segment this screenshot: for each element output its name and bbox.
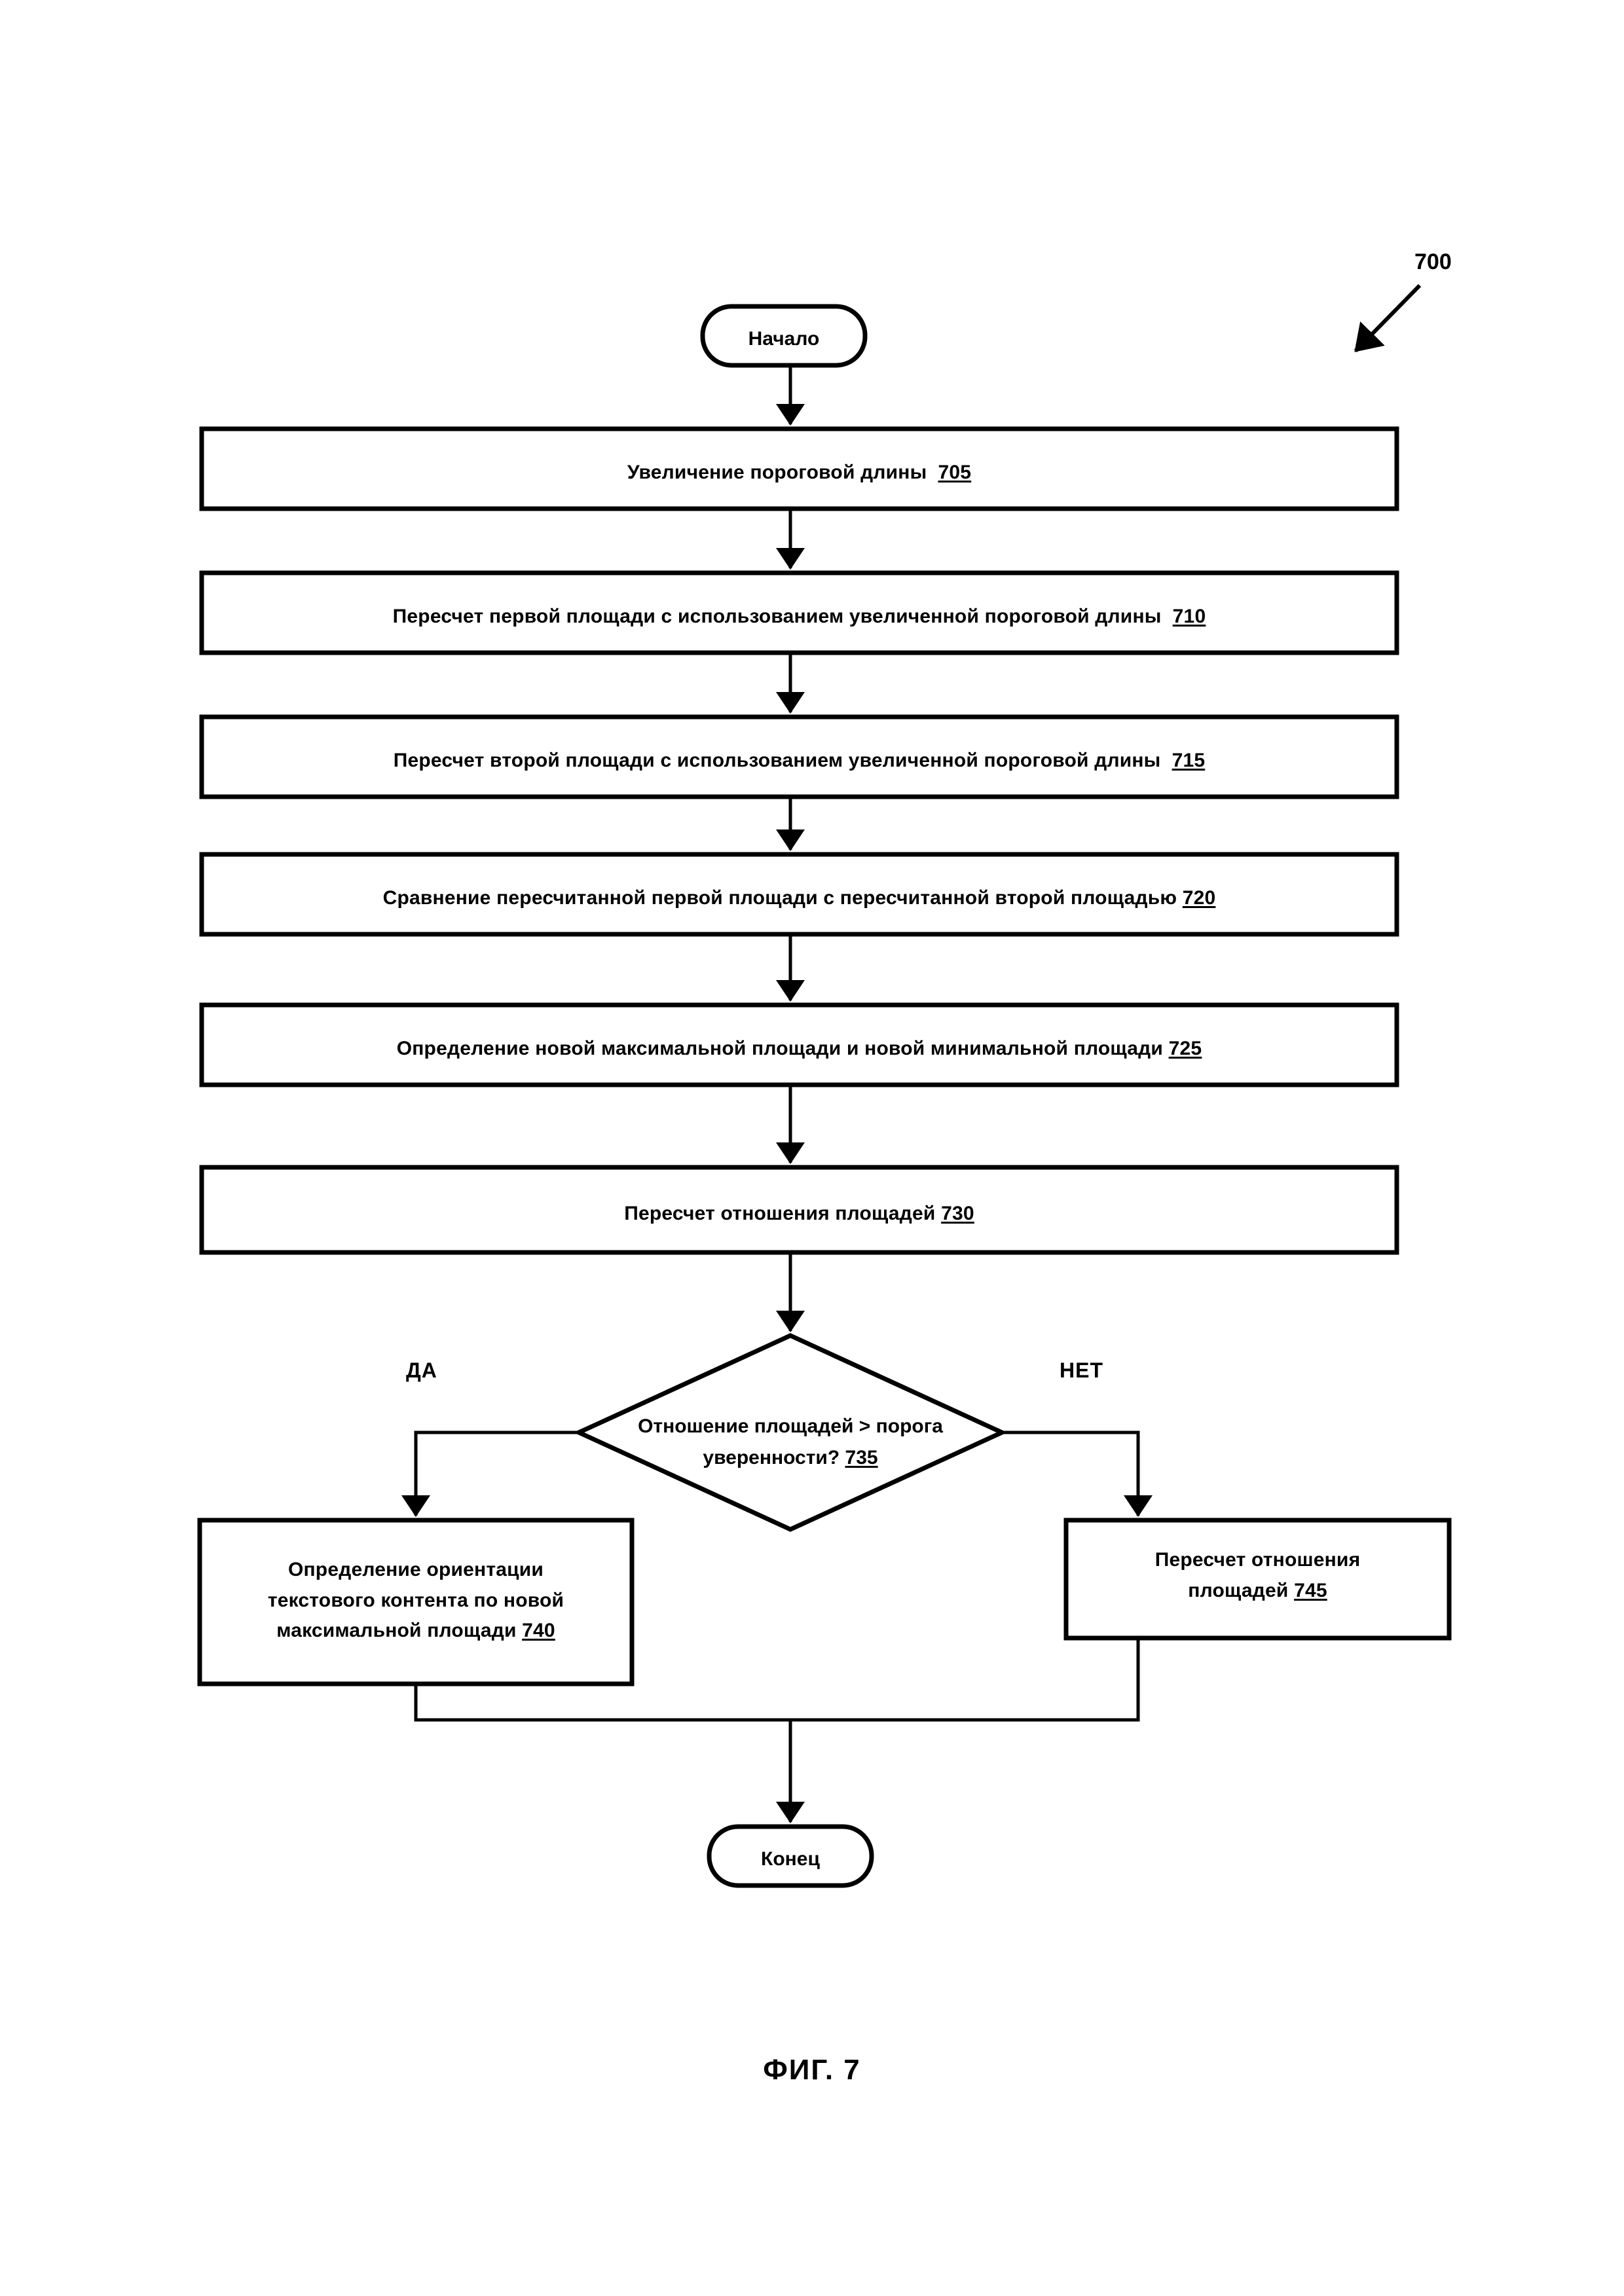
branch-label-yes: ДА [406,1358,437,1382]
start-terminator-shape [700,304,868,368]
decision-text-line2: уверенности? [703,1447,840,1468]
process-ref-745: 745 [1294,1579,1327,1601]
figure-caption: ФИГ. 7 [763,2054,861,2086]
process-text-720: Сравнение пересчитанной первой площади с… [382,887,1177,909]
process-ref-715: 715 [1172,750,1206,771]
process-label-710: Пересчет первой площади с использованием… [202,602,1397,631]
process-box-720 [199,852,1399,937]
process-label-725: Определение новой максимальной площади и… [202,1034,1397,1063]
process-text-730: Пересчет отношения площадей [624,1203,936,1224]
process-box-745 [1063,1518,1452,1641]
process-ref-705: 705 [938,462,972,483]
process-text-705: Увеличение пороговой длины [627,462,927,483]
process-box-740 [197,1518,635,1686]
process-745-line2: площадей [1188,1579,1289,1601]
decision-diamond-735 [573,1333,1008,1532]
process-text-710: Пересчет первой площади с использованием… [392,606,1162,627]
process-label-745: Пересчет отношения площадей 745 [1066,1545,1449,1606]
reference-leader-arrow [1354,283,1422,353]
branch-label-no: НЕТ [1060,1358,1103,1382]
end-terminator-shape [707,1824,874,1888]
process-box-705 [199,426,1399,511]
process-label-740: Определение ориентации текстового контен… [200,1555,632,1647]
process-740-line1: Определение ориентации [287,1559,544,1580]
process-box-710 [199,570,1399,655]
process-label-705: Увеличение пороговой длины 705 [202,458,1397,487]
connector-yes-branch [401,1430,579,1518]
process-ref-710: 710 [1172,606,1206,627]
process-ref-740: 740 [522,1620,555,1641]
process-745-line1: Пересчет отношения [1154,1549,1361,1571]
figure-reference-number: 700 [1414,249,1452,274]
process-label-720: Сравнение пересчитанной первой площади с… [202,884,1397,913]
process-text-715: Пересчет второй площади с использованием… [393,750,1161,771]
connector-no-branch [1002,1430,1153,1518]
process-ref-720: 720 [1182,887,1216,909]
process-740-line2: текстового контента по новой [267,1589,564,1611]
start-terminator-label: Начало [748,328,820,350]
process-740-line3: максимальной площади [276,1620,517,1641]
decision-ref-735: 735 [845,1447,878,1468]
process-ref-725: 725 [1168,1038,1202,1059]
decision-text-line1: Отношение площадей > порога [638,1415,943,1437]
connector-745-to-merge [790,1638,1140,1722]
process-text-725: Определение новой максимальной площади и… [396,1038,1164,1059]
process-box-725 [199,1002,1399,1087]
decision-label-735: Отношение площадей > порога уверенности?… [594,1411,987,1474]
process-label-715: Пересчет второй площади с использованием… [202,746,1397,775]
connector-740-to-merge [414,1684,790,1722]
process-ref-730: 730 [941,1203,974,1224]
process-label-730: Пересчет отношения площадей 730 [202,1199,1397,1228]
end-terminator-label: Конец [761,1848,820,1870]
process-box-715 [199,714,1399,799]
process-box-730 [199,1165,1399,1255]
